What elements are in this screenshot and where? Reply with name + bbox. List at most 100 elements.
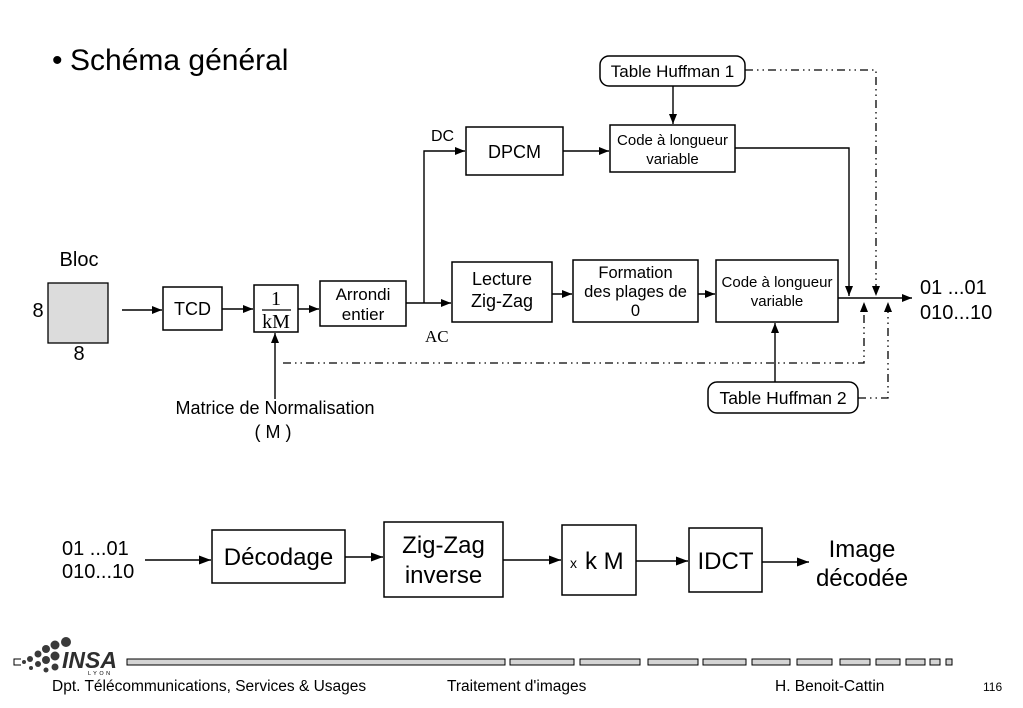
footer-bar-segment xyxy=(751,658,791,666)
normalisation-label-line1: Matrice de Normalisation xyxy=(175,398,374,418)
footer: INSA LYON Dpt. Télécommunications, Servi… xyxy=(13,637,1002,695)
footer-course: Traitement d'images xyxy=(447,678,587,695)
zero-runs-label-line1: Formation xyxy=(598,264,672,282)
rounding-block: Arrondi entier xyxy=(319,280,407,327)
logo-text: INSA xyxy=(62,647,117,673)
title-bullet: • xyxy=(52,44,63,77)
logo-dot xyxy=(35,661,41,667)
dpcm-box xyxy=(465,126,564,176)
page-number: 116 xyxy=(983,680,1002,694)
huffman-table-2: Table Huffman 2 xyxy=(707,381,859,414)
decoder-output-line1: Image xyxy=(829,536,896,563)
dequantizer-block: x k M xyxy=(561,524,637,596)
rounding-label-line1: Arrondi xyxy=(336,285,391,304)
vlc-ac-box xyxy=(715,259,839,323)
encoder-output-line1: 01 ...01 xyxy=(920,277,987,299)
image-block xyxy=(47,282,109,344)
vlc-ac-label-line2: variable xyxy=(751,293,804,310)
dequantizer-factor: k M xyxy=(585,548,624,575)
vlc-dc-box xyxy=(609,124,736,173)
footer-bar-segment xyxy=(945,658,953,666)
dpcm-label: DPCM xyxy=(488,142,541,162)
logo-dot xyxy=(43,667,49,673)
encoder-output-line2: 010...10 xyxy=(920,302,992,324)
decoder-input-line1: 01 ...01 xyxy=(62,538,129,560)
decoder-input-line2: 010...10 xyxy=(62,561,134,583)
block-size-left: 8 xyxy=(32,300,43,322)
footer-bar-segment xyxy=(839,658,871,666)
zero-runs-label-line2: des plages de xyxy=(584,283,687,301)
inverse-zigzag-label-line2: inverse xyxy=(405,562,482,589)
logo-dot xyxy=(61,637,71,647)
zigzag-read-block: Lecture Zig-Zag xyxy=(451,261,553,323)
slide-title: Schéma général xyxy=(70,44,288,77)
logo-dot xyxy=(22,660,26,664)
dequantizer-multiply-sign: x xyxy=(570,555,577,571)
dashdot-huffman1-to-output xyxy=(745,69,880,296)
rounding-box xyxy=(319,280,407,327)
footer-bar-segment xyxy=(702,658,747,666)
logo-subtext: LYON xyxy=(88,671,113,677)
arrow-vlc-dc-to-output xyxy=(735,147,853,296)
decoding-label: Décodage xyxy=(224,544,333,571)
slide-title-group: • Schéma général xyxy=(52,44,288,77)
decoder-diagram: 01 ...01 010...10 Décodage Zig-Zag inver… xyxy=(62,521,908,598)
zigzag-read-label-line1: Lecture xyxy=(472,269,532,289)
idct-block: IDCT xyxy=(688,527,763,593)
footer-bar-segment xyxy=(929,658,941,666)
footer-department: Dpt. Télécommunications, Services & Usag… xyxy=(52,678,366,695)
decoder-output-line2: décodée xyxy=(816,565,908,592)
logo-dot xyxy=(50,651,60,661)
huffman-table-2-label: Table Huffman 2 xyxy=(719,388,846,408)
logo-dot xyxy=(50,640,60,650)
vlc-ac-block: Code à longueur variable xyxy=(715,259,839,323)
normalisation-label-line2: ( M ) xyxy=(255,422,292,442)
quantizer-box xyxy=(253,284,299,333)
tcd-label: TCD xyxy=(174,299,211,319)
logo-dot xyxy=(42,656,50,664)
footer-bar-segment xyxy=(647,658,699,666)
idct-label: IDCT xyxy=(698,548,754,575)
tcd-box xyxy=(162,286,223,331)
dpcm-block: DPCM xyxy=(465,126,564,176)
vlc-dc-label-line2: variable xyxy=(646,151,699,168)
zero-runs-box xyxy=(572,259,699,323)
vlc-ac-label-line1: Code à longueur xyxy=(722,274,833,291)
footer-author: H. Benoit-Cattin xyxy=(775,678,884,695)
arrow-dc-branch xyxy=(423,147,465,303)
inverse-zigzag-block: Zig-Zag inverse xyxy=(383,521,504,598)
logo-dot xyxy=(42,645,50,653)
decoding-box xyxy=(211,529,346,584)
footer-bar xyxy=(126,658,953,666)
vlc-dc-block: Code à longueur variable xyxy=(609,124,736,173)
logo-dot xyxy=(34,650,42,658)
logo-dot xyxy=(51,663,59,671)
dequantizer-box xyxy=(561,524,637,596)
inverse-zigzag-box xyxy=(383,521,504,598)
block-size-bottom: 8 xyxy=(73,343,84,365)
quantizer-block: 1 kM xyxy=(253,284,299,333)
footer-bar-segment xyxy=(579,658,641,666)
quantizer-numerator: 1 xyxy=(271,288,281,310)
footer-bar-segment xyxy=(509,658,575,666)
zero-runs-label-line3: 0 xyxy=(631,302,640,320)
insa-logo: INSA LYON xyxy=(22,637,117,677)
footer-bar-segment xyxy=(905,658,926,666)
dashdot-normalisation-to-output xyxy=(283,302,868,364)
footer-bar-segment xyxy=(796,658,833,666)
logo-dot xyxy=(29,666,33,670)
rounding-label-line2: entier xyxy=(342,305,385,324)
quantizer-denominator: kM xyxy=(262,311,290,333)
huffman-table-1-label: Table Huffman 1 xyxy=(611,62,734,81)
dc-label: DC xyxy=(431,128,454,145)
tcd-block: TCD xyxy=(162,286,223,331)
zigzag-read-box xyxy=(451,261,553,323)
zigzag-read-label-line2: Zig-Zag xyxy=(471,291,533,311)
decoding-block: Décodage xyxy=(211,529,346,584)
vlc-dc-label-line1: Code à longueur xyxy=(617,132,728,149)
encoder-diagram: Table Huffman 1 DC DPCM Code à longueur … xyxy=(32,55,992,442)
footer-bar-segment xyxy=(875,658,901,666)
ac-label: AC xyxy=(425,327,449,346)
dashdot-huffman2-to-output xyxy=(858,302,892,399)
